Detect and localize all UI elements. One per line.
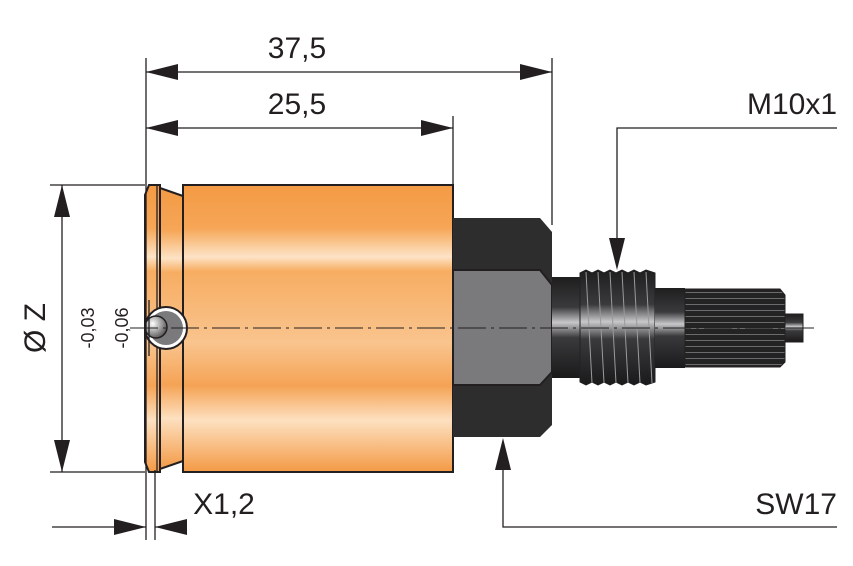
knurled-knob: [684, 288, 804, 368]
thread-label: M10x1: [747, 88, 837, 121]
dimension-chamfer: X1,2: [52, 488, 255, 535]
dimension-body-length: 25,5: [146, 88, 453, 136]
wrench-size-label: SW17: [755, 488, 837, 521]
diameter-label: Ø Z: [19, 303, 52, 353]
tolerance-upper: -0,03: [78, 307, 98, 348]
body-length-label: 25,5: [268, 88, 326, 121]
dimension-diameter: Ø Z -0,03 -0,06: [19, 185, 132, 472]
tolerance-lower: -0,06: [112, 307, 132, 348]
overall-length-label: 37,5: [268, 32, 326, 65]
chamfer-label: X1,2: [193, 488, 255, 521]
thread-callout: M10x1: [609, 88, 837, 270]
dimension-overall-length: 37,5: [146, 32, 552, 80]
wrench-size-callout: SW17: [495, 438, 837, 528]
